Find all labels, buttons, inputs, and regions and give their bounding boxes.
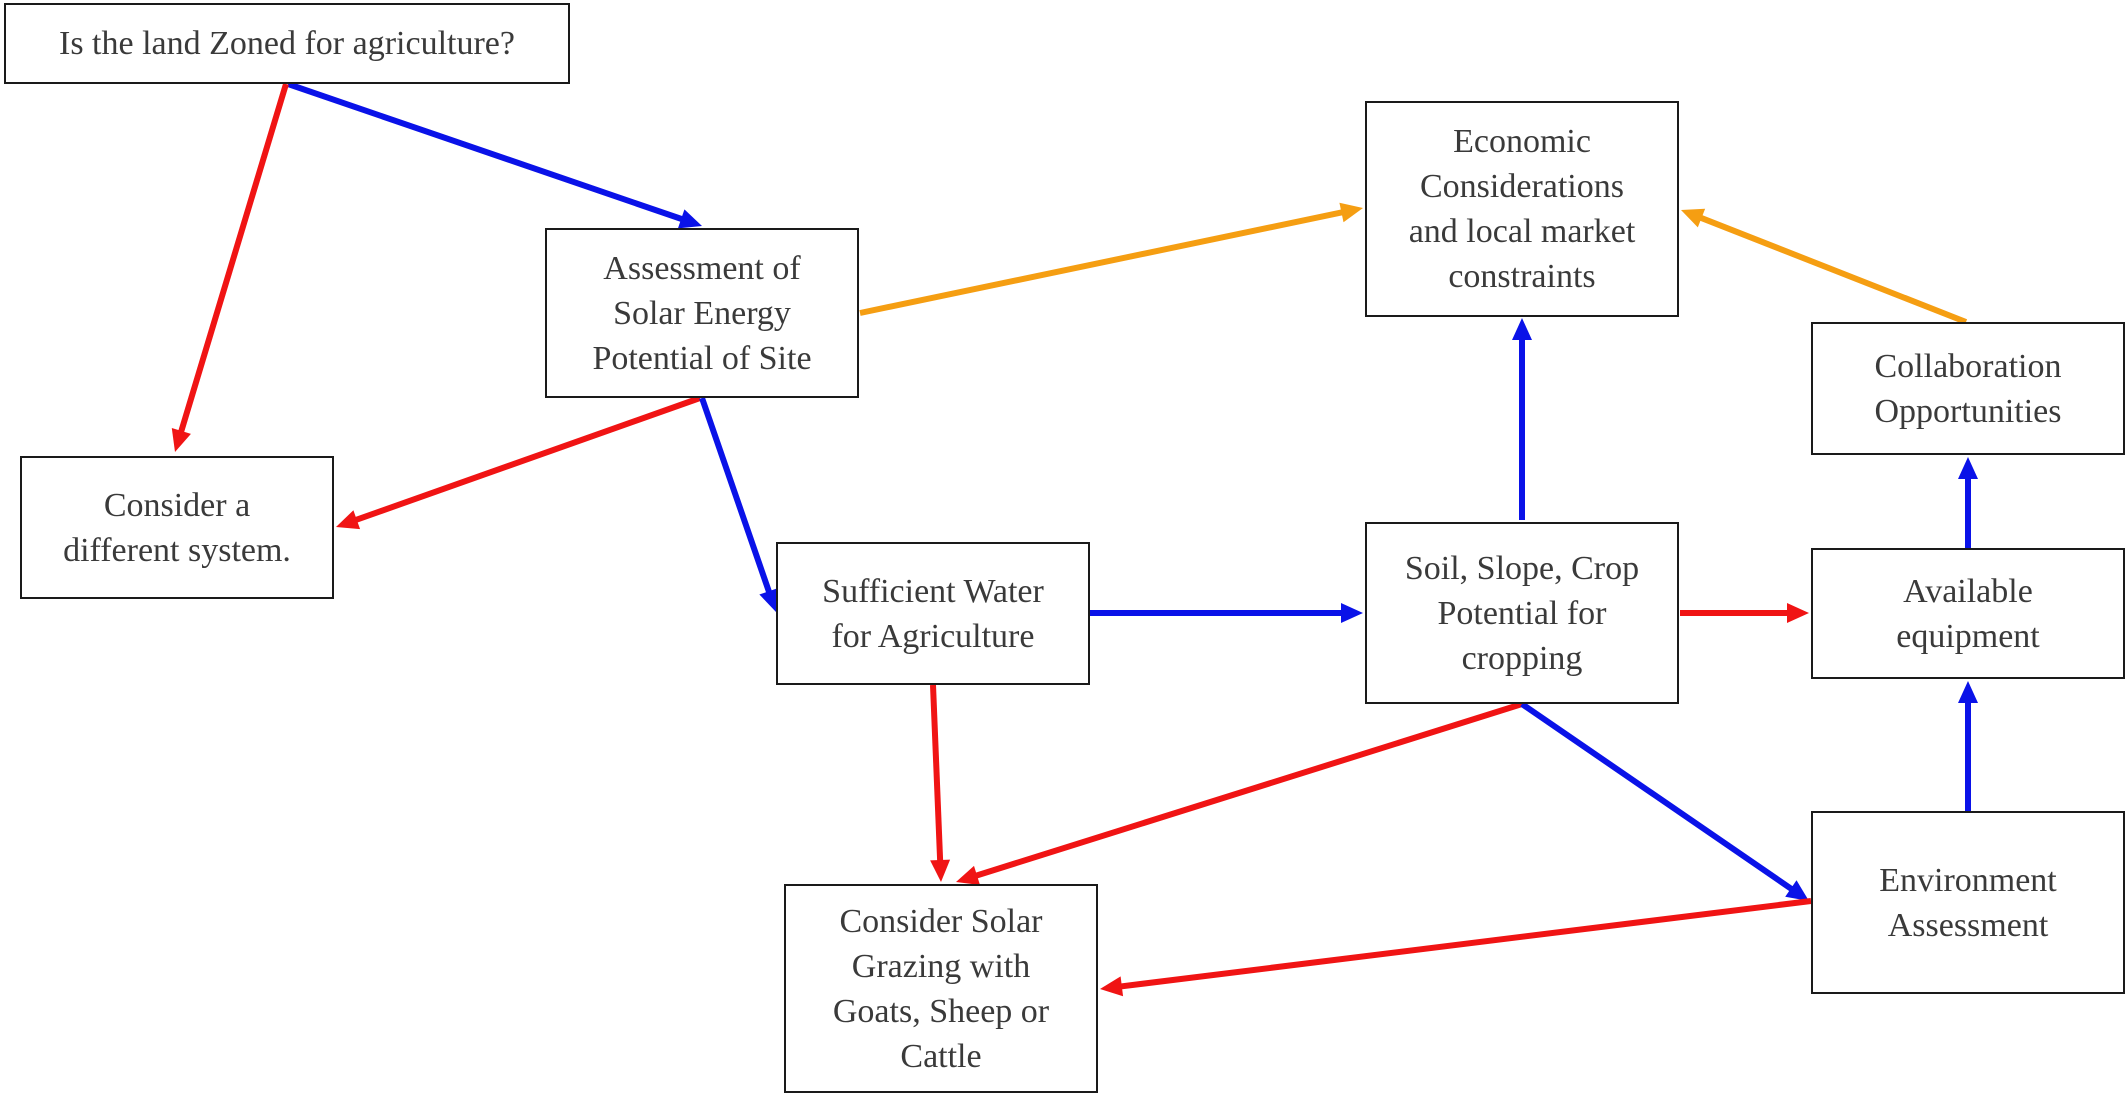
arrow-environment-to-grazing-head [1100,976,1124,997]
arrow-water-to-soil-head [1341,603,1363,623]
node-consider-solar-grazing: Consider Solar Grazing with Goats, Sheep… [784,884,1098,1093]
node-economic-considerations-label: Economic Considerations and local market… [1408,123,1636,295]
arrow-water-to-grazing-head [930,859,951,882]
arrow-solar-to-water-head [759,587,779,612]
arrow-environment-to-equipment-head [1958,681,1978,703]
arrow-water-to-grazing-line [930,684,944,863]
node-consider-solar-grazing-label: Consider Solar Grazing with Goats, Sheep… [832,902,1050,1075]
arrow-soil-to-grazing-head [956,865,980,885]
arrow-soil-to-environment-line [1520,701,1795,893]
arrow-solar-to-economic-line [859,209,1345,316]
node-economic-considerations: Economic Considerations and local market… [1365,101,1679,317]
arrow-soil-to-economic-head [1512,318,1532,340]
node-consider-different-system: Consider a different system. [20,456,334,599]
node-soil-slope-crop-label: Soil, Slope, Crop Potential for cropping [1404,549,1640,677]
arrow-collab-to-economic-line [1698,214,1968,325]
node-collaboration-opportunities-label: Collaboration Opportunities [1874,347,2062,430]
arrow-zoned-to-different-head [171,428,191,452]
node-land-zoned-question: Is the land Zoned for agriculture? [4,3,570,84]
arrow-solar-to-water-line [699,397,773,595]
arrow-solar-to-economic-head [1339,202,1363,223]
node-collaboration-opportunities: Collaboration Opportunities [1811,322,2125,455]
arrow-soil-to-environment-head [1785,880,1809,901]
node-sufficient-water-label: Sufficient Water for Agriculture [822,572,1044,655]
node-land-zoned-question-label: Is the land Zoned for agriculture? [59,25,515,62]
arrow-zoned-to-solar-head [677,209,702,229]
node-soil-slope-crop: Soil, Slope, Crop Potential for cropping [1365,522,1679,704]
arrow-solar-to-different-head [336,510,361,530]
arrow-soil-to-equipment-head [1787,603,1809,623]
arrow-soil-to-grazing-line [974,701,1523,879]
node-environment-assessment: Environment Assessment [1811,811,2125,994]
arrow-zoned-to-different-line [177,83,289,434]
arrow-equipment-to-collab-head [1958,457,1978,479]
node-environment-assessment-label: Environment Assessment [1879,861,2057,944]
node-consider-different-system-label: Consider a different system. [63,486,291,569]
node-solar-energy-assessment-label: Assessment of Solar Energy Potential of … [592,249,812,377]
node-available-equipment-label: Available equipment [1896,572,2040,655]
node-solar-energy-assessment: Assessment of Solar Energy Potential of … [545,228,859,398]
arrow-environment-to-grazing-line [1119,898,1812,990]
arrow-zoned-to-solar-line [287,81,685,223]
arrow-collab-to-economic-head [1681,208,1706,228]
node-sufficient-water: Sufficient Water for Agriculture [776,542,1090,685]
arrow-solar-to-different-line [353,395,702,524]
node-available-equipment: Available equipment [1811,548,2125,679]
